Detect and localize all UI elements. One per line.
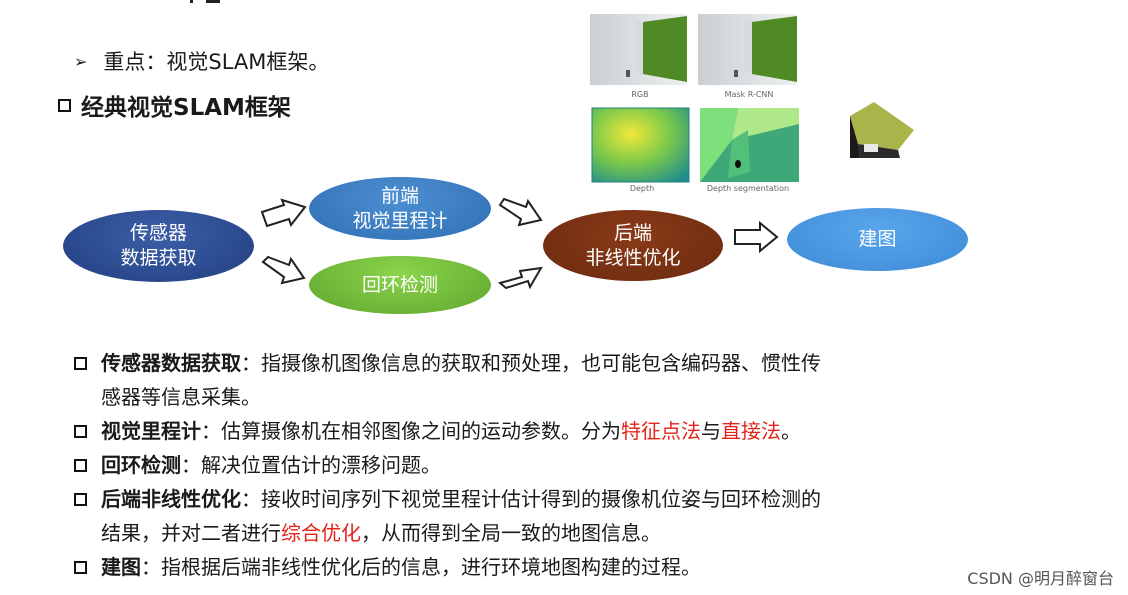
- item-term: 回环检测: [101, 453, 181, 477]
- caption-rgb: RGB: [631, 90, 649, 99]
- item-term: 建图: [101, 555, 141, 579]
- list-item: 后端非线性优化：接收时间序列下视觉里程计估计得到的摄像机位姿与回环检测的: [74, 482, 994, 516]
- square-bullet-icon: [74, 561, 87, 574]
- square-bullet-icon: [74, 493, 87, 506]
- backend-optimization-node: 后端 非线性优化: [543, 210, 723, 281]
- visual-odometry-node: 前端 视觉里程计: [309, 177, 491, 240]
- square-bullet-icon: [74, 459, 87, 472]
- arrow-vo-to-backend-icon: [498, 197, 543, 227]
- item-text-mid: 与: [701, 419, 721, 443]
- caption-mask-rcnn: Mask R-CNN: [724, 90, 774, 99]
- arrow-loop-to-backend-icon: [497, 266, 543, 290]
- depth-segmentation-image: [700, 108, 799, 182]
- item-term: 视觉里程计: [101, 419, 201, 443]
- vo-line1: 前端: [380, 184, 419, 207]
- square-bullet-icon: [58, 98, 71, 112]
- list-item: 回环检测：解决位置估计的漂移问题。: [74, 448, 994, 482]
- focus-text: 重点：视觉SLAM框架。: [103, 50, 330, 74]
- arrow-sensor-to-vo-icon: [260, 198, 307, 228]
- focus-line: ➢ 重点：视觉SLAM框架。: [74, 46, 329, 76]
- list-item: 传感器数据获取：指摄像机图像信息的获取和预处理，也可能包含编码器、惯性传: [74, 346, 994, 380]
- sensor-line2: 数据获取: [120, 247, 197, 269]
- sensor-line1: 传感器: [129, 222, 187, 244]
- item-text: ：估算摄像机在相邻图像之间的运动参数。分为: [201, 419, 621, 443]
- example-images: [590, 14, 914, 183]
- rgb-image: [590, 14, 687, 85]
- item-text-end: 。: [781, 419, 801, 443]
- loop-closure-node: 回环检测: [309, 256, 491, 314]
- description-list: 传感器数据获取：指摄像机图像信息的获取和预处理，也可能包含编码器、惯性传 感器等…: [74, 346, 994, 584]
- item-text: ：接收时间序列下视觉里程计估计得到的摄像机位姿与回环检测的: [241, 487, 821, 511]
- item-text-continued-end: ，从而得到全局一致的地图信息。: [361, 521, 661, 545]
- list-item: 建图：指根据后端非线性优化后的信息，进行环境地图构建的过程。: [74, 550, 994, 584]
- heading-text: 经典视觉SLAM框架: [81, 95, 291, 121]
- list-item-continuation: 感器等信息采集。: [74, 380, 994, 414]
- highlight-joint-optimization: 综合优化: [281, 521, 361, 545]
- loop-line1: 回环检测: [361, 273, 438, 296]
- item-text: ：指摄像机图像信息的获取和预处理，也可能包含编码器、惯性传: [241, 351, 821, 375]
- square-bullet-icon: [74, 425, 87, 438]
- highlight-direct-method: 直接法: [721, 419, 781, 443]
- list-item: 视觉里程计：估算摄像机在相邻图像之间的运动参数。分为特征点法与直接法。: [74, 414, 994, 448]
- item-term: 传感器数据获取: [101, 351, 241, 375]
- item-text: ：指根据后端非线性优化后的信息，进行环境地图构建的过程。: [141, 555, 701, 579]
- backend-line2: 非线性优化: [585, 246, 681, 269]
- depth-image: [591, 107, 690, 183]
- arrow-backend-to-map-icon: [734, 220, 779, 254]
- mapping-line1: 建图: [858, 228, 897, 250]
- arrow-sensor-to-loop-icon: [261, 255, 306, 285]
- arrow-bullet-icon: ➢: [74, 51, 88, 71]
- highlight-feature-method: 特征点法: [621, 419, 701, 443]
- caption-depth: Depth: [629, 184, 655, 193]
- section-heading: 经典视觉SLAM框架: [58, 88, 291, 122]
- sensor-data-node: 传感器 数据获取: [63, 210, 254, 282]
- vo-line2: 视觉里程计: [352, 209, 448, 232]
- mapping-node: 建图: [787, 208, 968, 271]
- top-decoration: [190, 0, 220, 6]
- item-text: ：解决位置估计的漂移问题。: [181, 453, 441, 477]
- item-term: 后端非线性优化: [101, 487, 241, 511]
- caption-depth-segmentation: Depth segmentation: [706, 184, 790, 193]
- square-bullet-icon: [74, 357, 87, 370]
- backend-line1: 后端: [613, 221, 652, 244]
- item-text-continued: 结果，并对二者进行: [101, 521, 281, 545]
- watermark: CSDN @明月醉窗台: [967, 569, 1114, 588]
- mask-rcnn-image: [698, 14, 797, 85]
- 3d-model-image: [850, 102, 914, 158]
- item-text-continued: 感器等信息采集。: [101, 385, 261, 409]
- list-item-continuation: 结果，并对二者进行综合优化，从而得到全局一致的地图信息。: [74, 516, 994, 550]
